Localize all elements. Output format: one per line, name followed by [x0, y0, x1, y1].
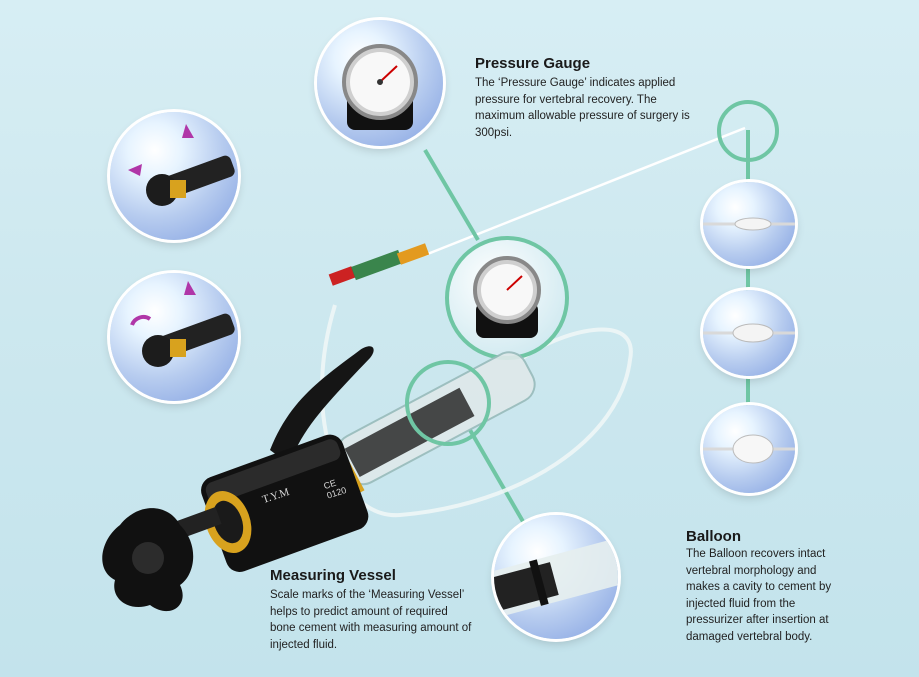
gauge-connector-line: [423, 148, 480, 242]
knob-rotation-detail-2: [110, 273, 238, 401]
knob-rotation-detail-1: [110, 112, 238, 240]
balloon-stage-1-circle: [703, 182, 795, 266]
vessel-connector-line: [468, 428, 527, 527]
measuring-vessel-title: Measuring Vessel: [270, 567, 396, 584]
balloon-stage-2-circle: [703, 290, 795, 376]
pressure-gauge-detail: [317, 20, 443, 146]
measuring-vessel-description: Scale marks of the ‘Measuring Vessel’ he…: [270, 589, 472, 651]
balloon-stage-3-circle: [703, 405, 795, 493]
pressure-gauge-description: The ‘Pressure Gauge’ indicates applied p…: [475, 77, 690, 139]
catheter-wire: [424, 126, 746, 257]
balloon-description: The Balloon recovers intact vertebral mo…: [686, 548, 832, 643]
vessel-callout-ring: [405, 360, 491, 446]
measuring-vessel-detail: [494, 515, 618, 639]
balloon-tip-ring: [717, 100, 779, 162]
balloon-title: Balloon: [686, 528, 741, 545]
pressure-gauge-title: Pressure Gauge: [475, 55, 591, 72]
